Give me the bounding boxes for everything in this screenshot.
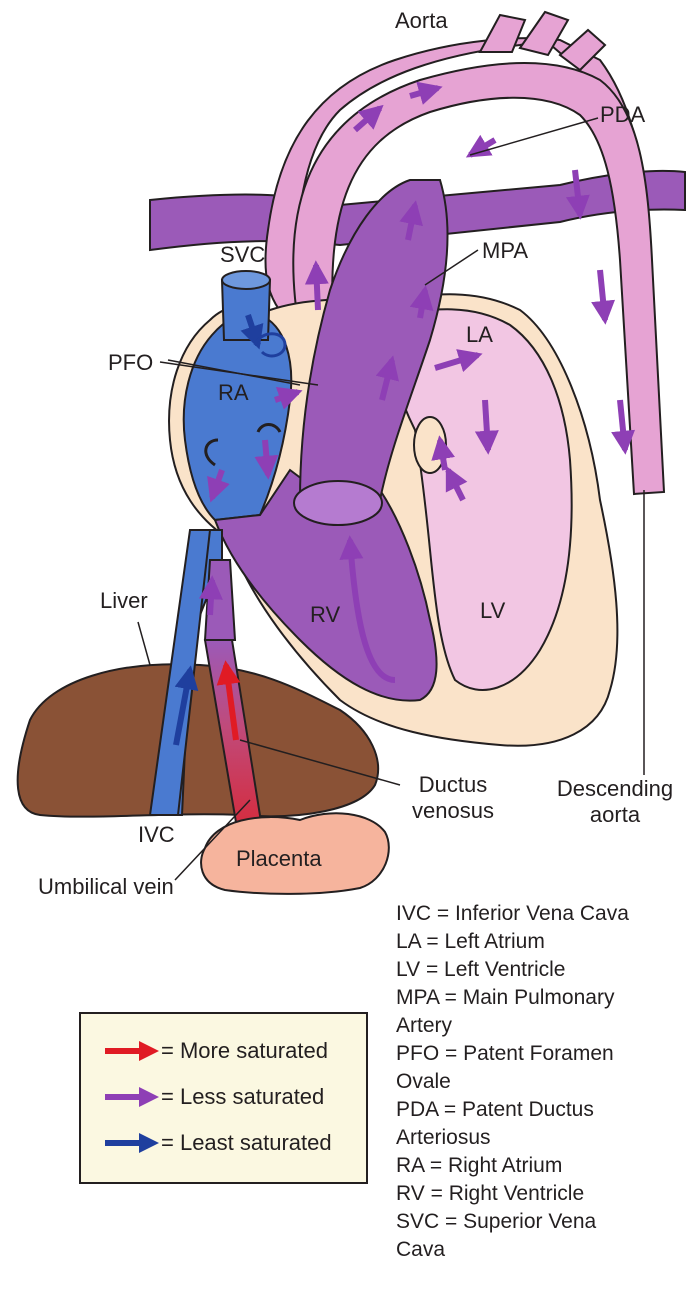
legend-label: = Least saturated: [161, 1130, 332, 1155]
arrow-ra-down: [254, 439, 279, 480]
abbr-la: LA = Left Atrium: [396, 930, 545, 953]
arrow-mpa-3: [375, 355, 399, 401]
arrow-la: [434, 349, 483, 373]
label-ivc: IVC: [138, 822, 175, 847]
legend: = More saturated = Less saturated = Leas…: [79, 1012, 368, 1184]
legend-item-least-saturated: = Least saturated: [101, 1128, 332, 1158]
arrow-ra-left: [207, 468, 230, 503]
ra-swirl-2: [204, 438, 219, 467]
arrow-desc-aorta-3: [611, 399, 636, 455]
purple-arrow-icon: [105, 1087, 159, 1107]
label-svc: SVC: [220, 242, 266, 267]
arrow-aorta-top: [409, 81, 443, 105]
right-ventricle-chamber: [213, 468, 438, 702]
leader-lines: [137, 117, 645, 881]
blue-arrow-icon: [105, 1133, 159, 1153]
label-umbilical-vein: Umbilical vein: [38, 874, 174, 899]
arrow-ivc-blue: [173, 665, 199, 746]
label-lv: LV: [480, 598, 506, 623]
legend-label: = Less saturated: [161, 1084, 325, 1109]
abbr-ivc: IVC = Inferior Vena Cava: [396, 902, 629, 925]
abbr-mpa: MPA = Main Pulmonary: [396, 986, 615, 1009]
label-descending-aorta: Descending aorta: [556, 776, 674, 827]
arrow-umbilical-red: [216, 660, 241, 741]
arrow-lv-1: [431, 435, 455, 471]
arrow-mpa-2: [409, 285, 434, 319]
arrow-pda: [465, 134, 497, 158]
arrow-ra-pfo: [274, 386, 303, 410]
label-mpa: MPA: [482, 238, 529, 263]
arrow-ascending-aorta: [304, 260, 329, 311]
abbr-pda: PDA = Patent Ductus: [396, 1098, 594, 1121]
abbr-pfo-cont: Ovale: [396, 1070, 451, 1093]
arrow-la-down: [474, 399, 499, 455]
abbr-pfo: PFO = Patent Foramen: [396, 1042, 614, 1065]
aortic-branch-vessels: [478, 10, 607, 72]
arrow-ivc-up: [198, 575, 223, 616]
abbr-rv: RV = Right Ventricle: [396, 1182, 585, 1205]
arrow-desc-aorta-2: [591, 269, 616, 325]
label-placenta: Placenta: [236, 846, 322, 871]
label-rv: RV: [310, 602, 341, 627]
arrow-rv: [339, 535, 396, 683]
liver: [16, 663, 380, 818]
flow-arrows-red: [216, 660, 241, 741]
placenta: [200, 812, 390, 895]
arrow-lv-2: [445, 465, 468, 502]
abbr-mpa-cont: Artery: [396, 1014, 453, 1037]
label-pfo: PFO: [108, 350, 154, 375]
arrow-aortic-arch: [353, 104, 384, 133]
label-aorta: Aorta: [395, 8, 448, 33]
pulmonary-valve-opening: [293, 480, 383, 526]
abbr-svc: SVC = Superior Vena: [396, 1210, 597, 1233]
label-la: LA: [466, 322, 493, 347]
arrow-desc-aorta-1: [565, 169, 590, 220]
label-ra: RA: [218, 380, 249, 405]
abbr-pda-cont: Arteriosus: [396, 1126, 491, 1149]
main-pulmonary-artery: [298, 179, 449, 501]
label-ductus-venosus: Ductus venosus: [412, 772, 494, 823]
arrow-mpa-1: [399, 200, 424, 241]
abbr-svc-cont: Cava: [396, 1238, 446, 1261]
red-arrow-icon: [105, 1041, 159, 1061]
ra-swirl-arrow: [253, 332, 287, 358]
legend-item-more-saturated: = More saturated: [101, 1036, 328, 1066]
abbr-ra: RA = Right Atrium: [396, 1154, 563, 1177]
flow-arrows-purple: [198, 81, 636, 683]
legend-item-less-saturated: = Less saturated: [101, 1082, 324, 1112]
label-pda: PDA: [600, 102, 646, 127]
abbreviation-list: IVC = Inferior Vena Cava LA = Left Atriu…: [396, 900, 686, 1264]
legend-label: = More saturated: [161, 1038, 328, 1063]
label-liver: Liver: [100, 588, 148, 613]
abbr-lv: LV = Left Ventricle: [396, 958, 566, 981]
